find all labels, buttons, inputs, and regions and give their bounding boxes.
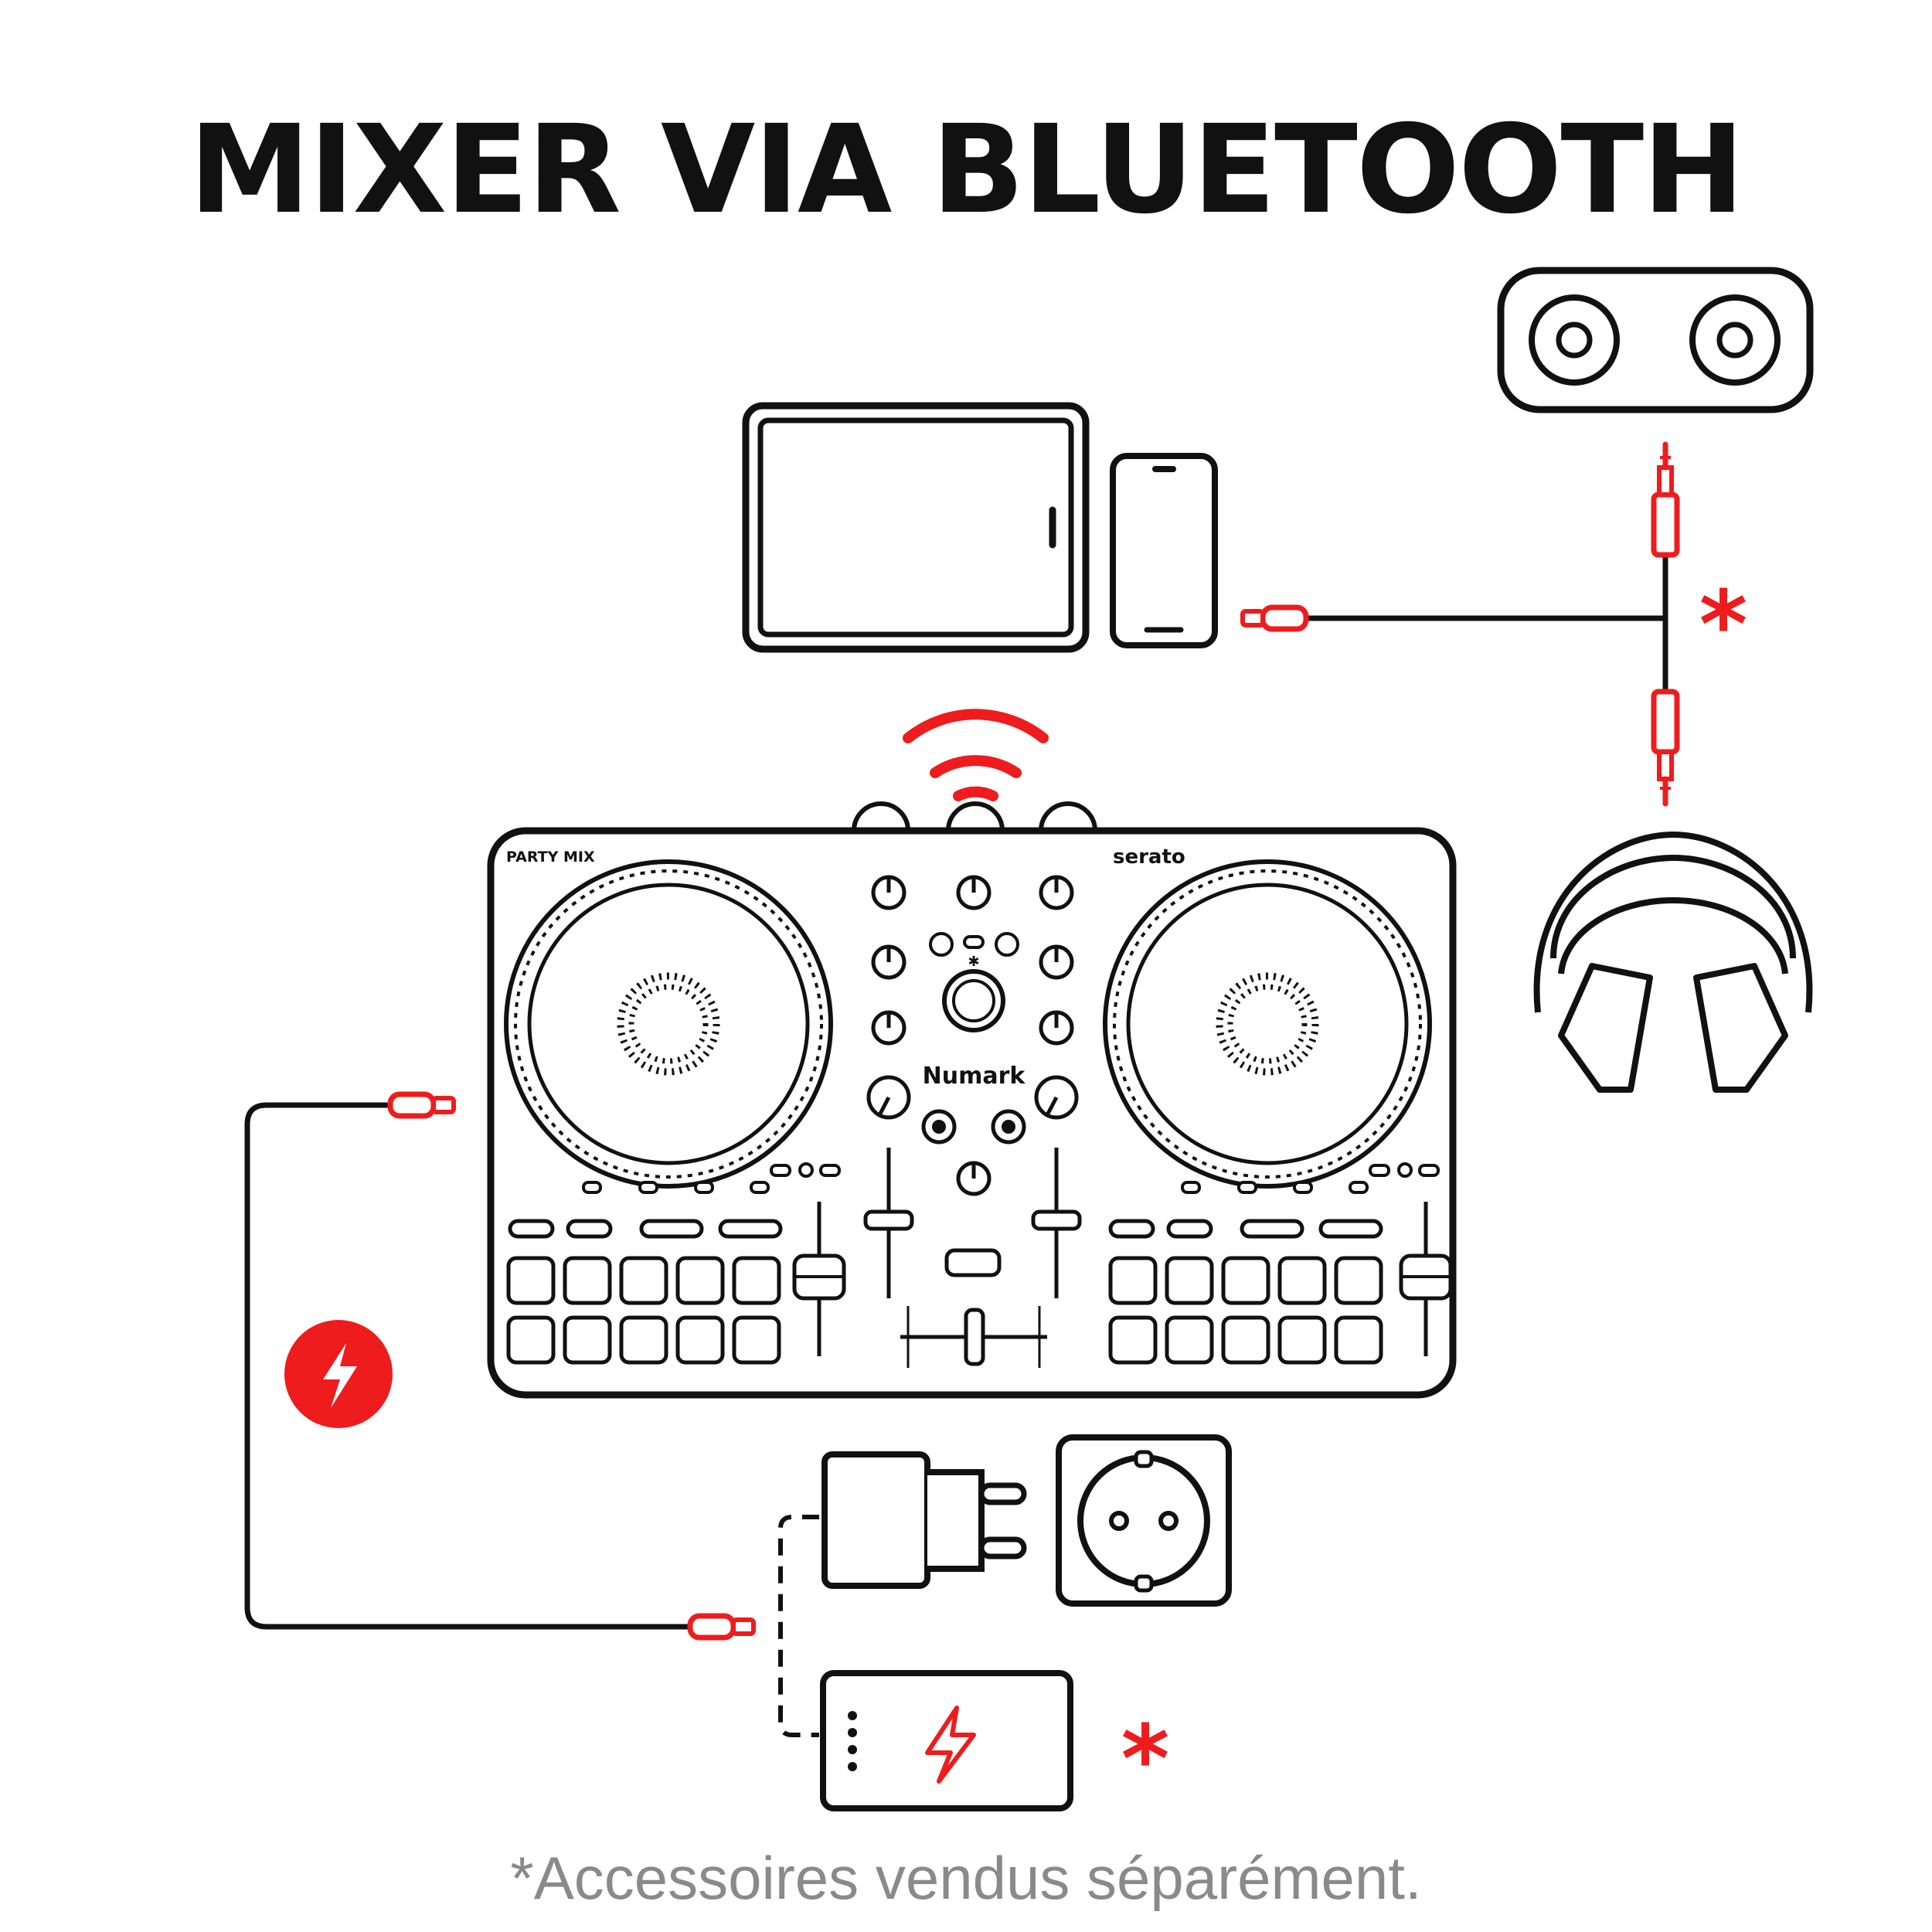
controller-model-label: PARTY MIX [506,849,595,866]
power-cable [244,1094,753,1638]
numark-logo: Numark [923,1063,1026,1090]
serato-logo: serato [1113,845,1185,869]
channel-fader-left[interactable] [863,1209,914,1231]
usb-c-plug-icon [390,1094,454,1116]
mixer-knobs[interactable] [866,875,1079,1196]
aux-jack-icon [1651,689,1680,807]
wall-socket-icon [1056,1434,1232,1607]
phone-icon [1110,453,1218,648]
footnote: *Accessoires vendus séparément. [510,1844,1422,1912]
channel-fader-right[interactable] [1031,1209,1082,1231]
dj-controller: PARTY MIX serato Numark ✱ [487,801,1457,1399]
usb-c-plug-icon [690,1616,753,1638]
page-title: MIXER VIA BLUETOOTH [189,99,1745,241]
speaker-icon [1497,267,1814,413]
power-adapter-icon [821,1451,1027,1589]
aux-jack-icon [1651,441,1680,558]
usb-c-plug-icon [1243,607,1306,629]
transport-buttons-left[interactable] [508,1219,783,1239]
asterisk-marker: * [1699,572,1748,679]
bluetooth-icon: ✱ [968,954,979,970]
tablet-icon [742,402,1090,653]
headphones-icon [1533,832,1813,1093]
jog-wheel-left[interactable] [504,859,833,1189]
crossfader[interactable] [964,1308,985,1366]
asterisk-marker: * [1121,1706,1170,1814]
jog-wheel-right[interactable] [1103,859,1432,1189]
aux-cable [1243,441,1680,807]
dashed-branch [778,1515,819,1737]
transport-buttons-right[interactable] [1108,1219,1383,1239]
bluetooth-wave-icon [903,709,1049,801]
lightning-icon [284,1320,393,1428]
power-bank-icon [820,1670,1073,1811]
